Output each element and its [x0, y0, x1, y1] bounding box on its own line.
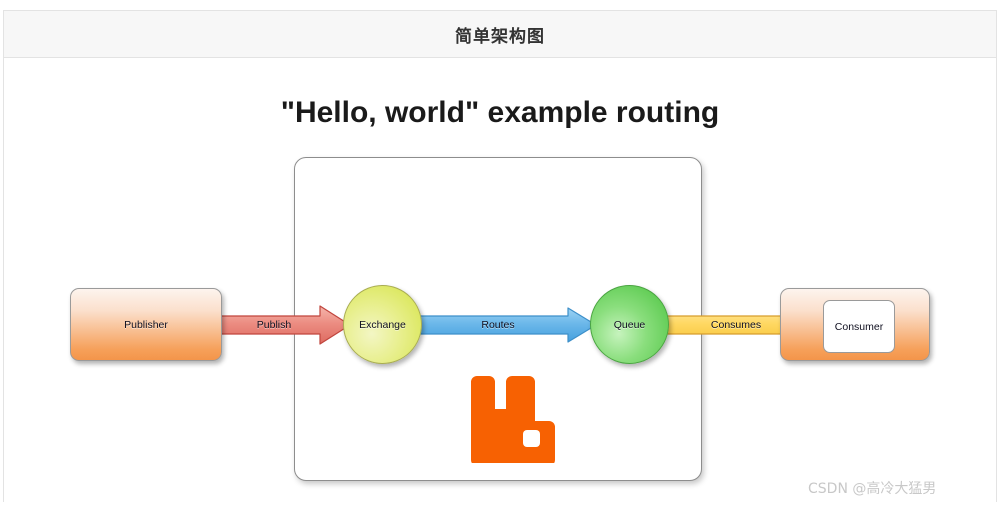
rabbitmq-logo-icon — [471, 376, 555, 463]
exchange-node-label: Exchange — [359, 318, 406, 331]
publish-arrow-label: Publish — [256, 319, 292, 331]
diagram-canvas: "Hello, world" example routing Publish — [4, 58, 996, 502]
page-title: 简单架构图 — [455, 26, 545, 47]
consumer-inner-box: Consumer — [823, 300, 895, 353]
diagram-title: "Hello, world" example routing — [280, 96, 720, 129]
queue-node-label: Queue — [613, 318, 646, 331]
routes-arrow — [415, 307, 597, 343]
csdn-watermark: CSDN @高冷大猛男 — [808, 481, 937, 497]
consumes-arrow-label: Consumes — [710, 319, 762, 331]
queue-node[interactable]: Queue — [590, 285, 669, 364]
publish-arrow — [217, 305, 351, 345]
exchange-node[interactable]: Exchange — [343, 285, 422, 364]
publisher-node-label: Publisher — [124, 318, 168, 331]
consumer-node-label: Consumer — [834, 320, 884, 333]
content-card: 简单架构图 "Hello, world" example routing Pub… — [3, 10, 997, 502]
card-header: 简单架构图 — [4, 11, 996, 58]
routes-arrow-label: Routes — [481, 319, 515, 331]
consumer-node[interactable]: Consumer — [780, 288, 930, 361]
publisher-node[interactable]: Publisher — [70, 288, 222, 361]
